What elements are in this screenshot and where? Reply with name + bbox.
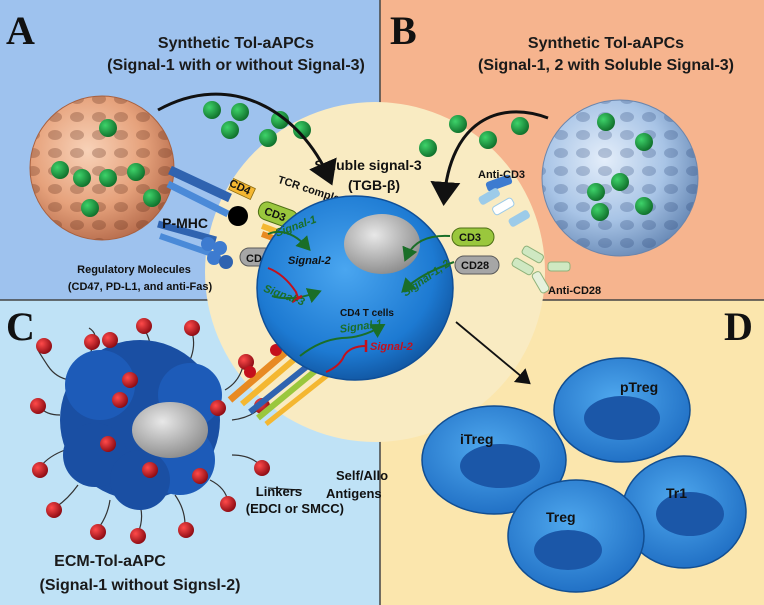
linker-pointer [267, 487, 303, 491]
tr1-label: Tr1 [666, 485, 687, 501]
soluble-signal-3-molecules [203, 101, 529, 157]
anti-cd28-label: Anti-CD28 [548, 285, 601, 297]
signal-2-label-a: Signal-2 [288, 255, 331, 267]
panel-c-title: ECM-Tol-aAPC [54, 553, 166, 570]
regulatory-molecules-sublabel: (CD47, PD-L1, and anti-Fas) [68, 281, 213, 293]
arrow-signal3-b [430, 110, 549, 206]
panel-letter-c: C [6, 304, 35, 349]
ptreg-label: pTreg [620, 379, 658, 395]
cd3-label-b: CD3 [459, 232, 481, 244]
linkers-sublabel: (EDCI or SMCC) [246, 501, 344, 516]
signal-2-label-c: Signal-2 [370, 341, 413, 353]
panel-c-subtitle: (Signal-1 without Signsl-2) [40, 577, 241, 594]
signal-paths [267, 230, 455, 373]
soluble-signal-label: Soluble signal-3 [314, 157, 422, 173]
nanoparticle-b [541, 99, 699, 257]
ecm-particle-c [30, 318, 270, 544]
signal-1-label-c: Signal-1 [339, 318, 383, 336]
treg-cell-treg [507, 479, 645, 593]
panel-letter-d: D [724, 304, 753, 349]
t-cell-label: CD4 T cells [340, 308, 394, 319]
panel-a-subtitle: (Signal-1 with or without Signal-3) [107, 57, 365, 74]
panel-a-title: Synthetic Tol-aAPCs [158, 35, 314, 52]
nanoparticle-a [29, 95, 175, 241]
soluble-signal-sublabel: (TGB-β) [348, 177, 400, 193]
linkers-label: Linkers [256, 484, 302, 499]
panel-b-subtitle: (Signal-1, 2 with Soluble Signal-3) [478, 57, 734, 74]
cd28-label-b: CD28 [461, 260, 489, 272]
panel-letter-a: A [6, 8, 35, 53]
antigens-sublabel: Antigens [326, 486, 382, 501]
treg-cell-ptreg [553, 357, 691, 463]
antigens-label: Self/Allo [336, 468, 388, 483]
panel-b-title: Synthetic Tol-aAPCs [528, 35, 684, 52]
regulatory-molecules-label: Regulatory Molecules [77, 264, 191, 276]
itreg-label: iTreg [460, 431, 493, 447]
panel-letter-b: B [390, 8, 417, 53]
treg-cells [421, 357, 747, 593]
treg-cell-itreg [421, 405, 567, 515]
receptor-complex-b [451, 174, 571, 294]
arrow-to-tregs [455, 321, 531, 385]
arrow-signal3-a [157, 92, 337, 186]
p-mhc-label: P-MHC [162, 215, 208, 231]
anti-cd3-label: Anti-CD3 [478, 169, 525, 181]
treg-label: Treg [546, 509, 576, 525]
